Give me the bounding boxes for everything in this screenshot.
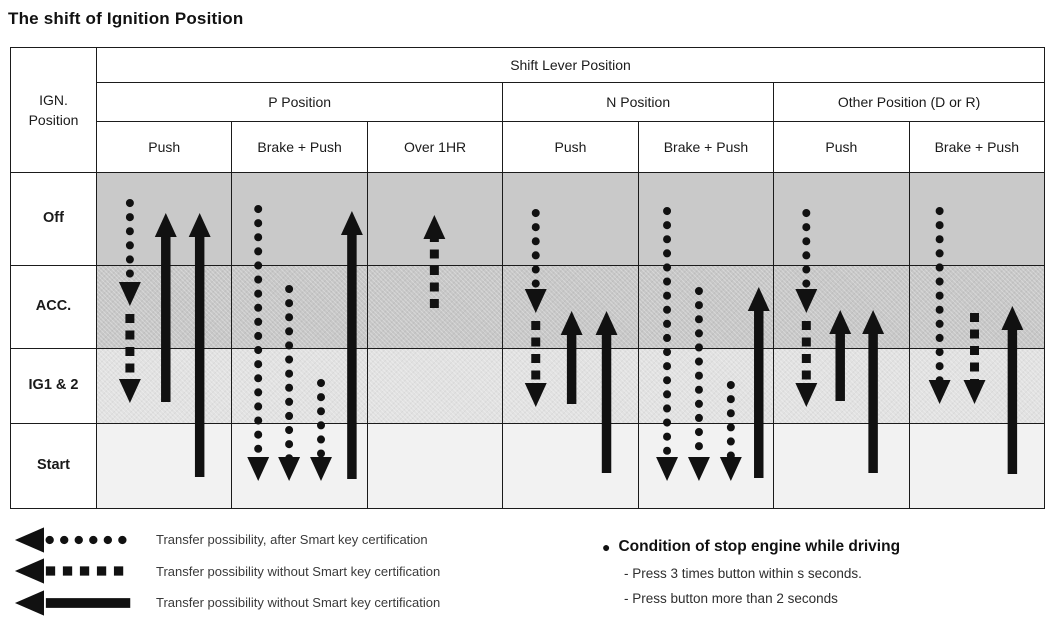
- body-cell-ig-n-brakepush: [638, 349, 774, 423]
- row-label-acc: ACC.: [11, 266, 96, 348]
- col-header-other-brake-push: Brake + Push: [909, 122, 1044, 172]
- body-cell-ig-n-push: [503, 349, 638, 423]
- body-cell-off-p-push: [97, 173, 232, 265]
- body-cell-acc-over1hr: [367, 266, 503, 348]
- dashed-arrow-icon: [14, 558, 131, 584]
- body-cell-ig-p-brakepush: [232, 349, 367, 423]
- ign-position-header-cell: IGN. Position: [11, 48, 96, 172]
- shift-lever-position-header: Shift Lever Position: [97, 48, 1044, 82]
- group-header-other-position: Other Position (D or R): [774, 83, 1044, 121]
- body-cell-off-other-brakepush: [909, 173, 1044, 265]
- body-cell-off-n-brakepush: [638, 173, 774, 265]
- stop-engine-notes-title: Condition of stop engine while driving: [618, 538, 901, 555]
- body-cell-off-p-brakepush: [232, 173, 367, 265]
- legend-item-dashed: Transfer possibility without Smart key c…: [8, 556, 440, 588]
- body-cell-ig-p-push: [97, 349, 232, 423]
- page-title: The shift of Ignition Position: [8, 9, 244, 28]
- legend-label-dotted: Transfer possibility, after Smart key ce…: [156, 532, 428, 548]
- body-cell-off-n-push: [503, 173, 638, 265]
- bullet-icon: ●: [602, 539, 611, 555]
- legend-item-solid: Transfer possibility without Smart key c…: [8, 587, 440, 619]
- stop-engine-note-1: - Press 3 times button within s seconds.: [624, 566, 862, 581]
- ignition-shift-table: IGN. Position Shift Lever Position P Pos…: [10, 47, 1045, 509]
- stop-engine-notes: ● Condition of stop engine while driving…: [602, 538, 1042, 606]
- body-cell-acc-n-brakepush: [638, 266, 774, 348]
- legend-item-dotted: Transfer possibility, after Smart key ce…: [8, 524, 440, 556]
- col-header-n-brake-push: Brake + Push: [638, 122, 774, 172]
- body-cell-start-p-push: [97, 424, 232, 508]
- group-header-n-position: N Position: [503, 83, 774, 121]
- body-cell-ig-other-push: [774, 349, 909, 423]
- row-label-start: Start: [11, 424, 96, 508]
- col-header-p-over-1hr: Over 1HR: [367, 122, 503, 172]
- dotted-arrow-icon: [14, 527, 135, 553]
- body-cell-acc-other-push: [774, 266, 909, 348]
- body-cell-off-over1hr: [367, 173, 503, 265]
- group-header-p-position: P Position: [97, 83, 503, 121]
- col-header-other-push: Push: [774, 122, 909, 172]
- row-label-off: Off: [11, 173, 96, 265]
- body-cell-start-other-push: [774, 424, 909, 508]
- body-cell-start-over1hr: [367, 424, 503, 508]
- ign-position-header-text: IGN. Position: [28, 91, 79, 128]
- body-cell-ig-over1hr: [367, 349, 503, 423]
- stop-engine-notes-title-row: ● Condition of stop engine while driving: [602, 538, 1042, 556]
- col-header-n-push: Push: [503, 122, 638, 172]
- legend-label-dashed: Transfer possibility without Smart key c…: [156, 563, 441, 579]
- body-cell-start-p-brakepush: [232, 424, 367, 508]
- body-cell-acc-other-brakepush: [909, 266, 1044, 348]
- body-cell-acc-n-push: [503, 266, 638, 348]
- solid-arrow-icon: [14, 590, 131, 616]
- body-cell-start-other-brakepush: [909, 424, 1044, 508]
- row-label-ig1-2: IG1 & 2: [11, 349, 96, 423]
- col-header-p-brake-push: Brake + Push: [232, 122, 367, 172]
- body-cell-start-n-brakepush: [638, 424, 774, 508]
- body-cell-acc-p-brakepush: [232, 266, 367, 348]
- legend-label-solid: Transfer possibility without Smart key c…: [156, 595, 441, 611]
- body-cell-start-n-push: [503, 424, 638, 508]
- body-cell-acc-p-push: [97, 266, 232, 348]
- body-cell-ig-other-brakepush: [909, 349, 1044, 423]
- col-header-p-push: Push: [97, 122, 232, 172]
- arrow-legend: Transfer possibility, after Smart key ce…: [8, 524, 440, 619]
- stop-engine-note-2: - Press button more than 2 seconds: [624, 591, 838, 606]
- body-cell-off-other-push: [774, 173, 909, 265]
